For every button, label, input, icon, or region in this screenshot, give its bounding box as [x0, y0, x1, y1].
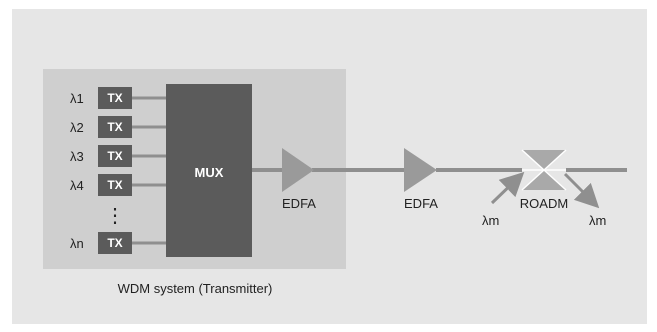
channel-row-4: λ4 TX: [70, 174, 132, 196]
channel-label-3: λ3: [70, 149, 84, 164]
edfa-2-label: EDFA: [404, 196, 438, 211]
roadm-label: ROADM: [520, 196, 568, 211]
channel-label-2: λ2: [70, 120, 84, 135]
tx-connectors: [132, 96, 166, 245]
channel-row-2: λ2 TX: [70, 116, 132, 138]
amplifier-icon: [282, 148, 314, 192]
tx-box-3: [98, 145, 132, 167]
system-caption: WDM system (Transmitter): [118, 281, 273, 296]
edfa-2: EDFA: [404, 148, 438, 211]
channel-label-4: λ4: [70, 178, 84, 193]
channel-label-1: λ1: [70, 91, 84, 106]
tx-label-n: TX: [107, 236, 122, 250]
ellipsis: ⋮: [105, 205, 125, 227]
tx-label-2: TX: [107, 120, 122, 134]
channel-row-3: λ3 TX: [70, 145, 132, 167]
drop-wavelength-label: λm: [589, 213, 606, 228]
tx-label-4: TX: [107, 178, 122, 192]
tx-label-1: TX: [107, 91, 122, 105]
add-arrow-icon: [490, 171, 525, 205]
tx-box-n: [98, 232, 132, 254]
drop-arrow-icon: [563, 172, 600, 209]
edfa-1: EDFA: [282, 148, 316, 211]
mux-label: MUX: [195, 165, 224, 180]
roadm: ROADM: [520, 149, 568, 211]
channel-row-n: λn TX: [70, 232, 132, 254]
tx-box-2: [98, 116, 132, 138]
mux-block: MUX: [166, 84, 252, 257]
add-wavelength-label: λm: [482, 213, 499, 228]
amplifier-icon: [404, 148, 437, 192]
channel-row-1: λ1 TX: [70, 87, 132, 109]
edfa-1-label: EDFA: [282, 196, 316, 211]
tx-label-3: TX: [107, 149, 122, 163]
tx-box-4: [98, 174, 132, 196]
tx-box-1: [98, 87, 132, 109]
channel-label-n: λn: [70, 236, 84, 251]
